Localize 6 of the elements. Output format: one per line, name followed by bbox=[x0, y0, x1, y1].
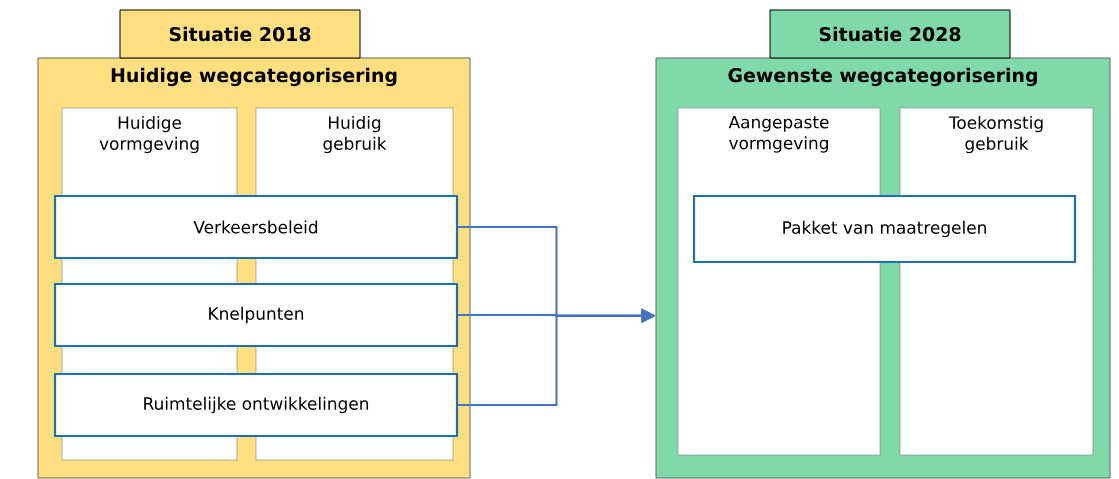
title-tab: Situatie 2018 bbox=[119, 9, 361, 59]
process-box: Knelpunten bbox=[53, 282, 459, 348]
process-box: Pakket van maatregelen bbox=[692, 194, 1077, 264]
title-tab: Situatie 2028 bbox=[769, 9, 1011, 59]
process-box: Verkeersbeleid bbox=[53, 194, 459, 260]
process-box: Ruimtelijke ontwikkelingen bbox=[53, 372, 459, 438]
